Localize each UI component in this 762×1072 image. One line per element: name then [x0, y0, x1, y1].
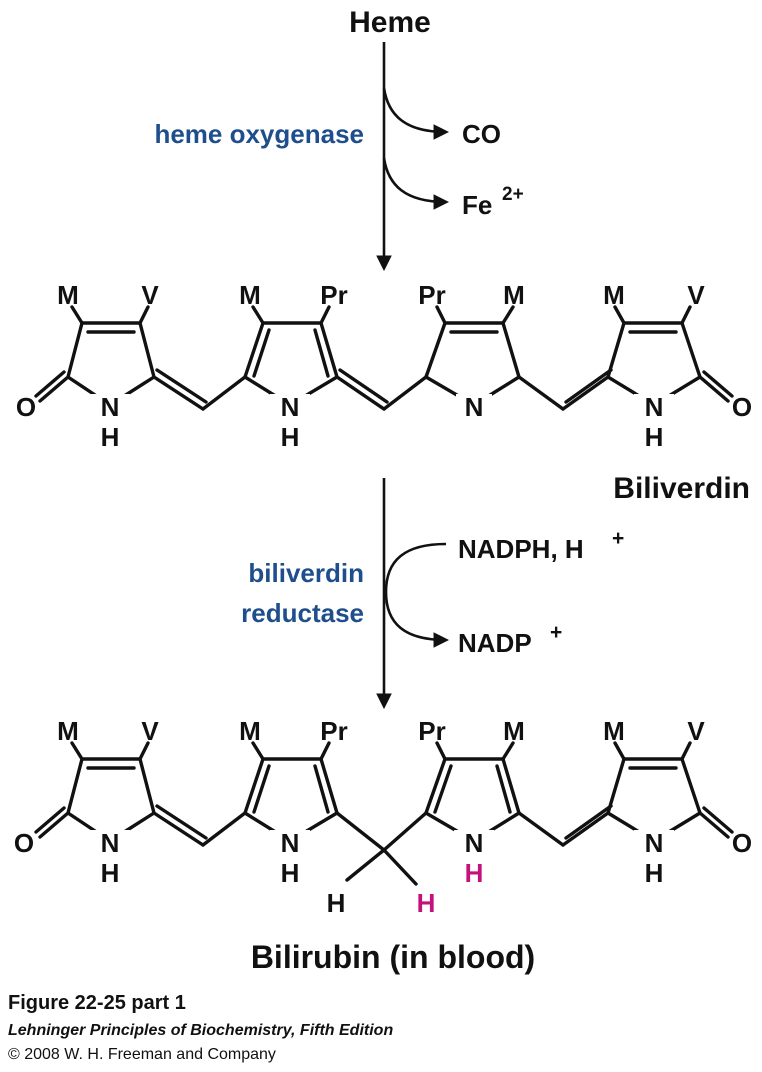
- co-branch-arrow: [382, 87, 450, 140]
- br-vinyl-a: V: [141, 716, 159, 746]
- bv-methyl-d: M: [603, 280, 625, 310]
- br-methylene-bond-right: [382, 811, 428, 852]
- br-methyl-a: M: [57, 716, 79, 746]
- br-nitrogen-a: N: [101, 828, 120, 858]
- nadph-curved-arrow: [384, 542, 450, 648]
- bv-methyl-b: M: [239, 280, 261, 310]
- bv-propionate-c: Pr: [418, 280, 445, 310]
- book-title: Lehninger Principles of Biochemistry, Fi…: [8, 1022, 394, 1039]
- bv-methyl-c: M: [503, 280, 525, 310]
- bv-vinyl-a: V: [141, 280, 159, 310]
- br-propionate-b: Pr: [320, 716, 347, 746]
- heme-oxygenase-label: heme oxygenase: [154, 119, 364, 149]
- fe-branch-arrow: [382, 157, 450, 210]
- nadp-charge: +: [550, 621, 562, 644]
- br-nitrogen-c: N: [465, 828, 484, 858]
- bilirubin-structure: [34, 741, 734, 886]
- br-nitrogen-d: N: [645, 828, 664, 858]
- bv-vinyl-d: V: [687, 280, 705, 310]
- bv-nitrogen-d: N: [645, 392, 664, 422]
- br-added-hydrogen-nitrogen: H: [465, 858, 484, 888]
- br-methylene-bond-left: [335, 811, 386, 852]
- bv-hydrogen-a: H: [101, 422, 120, 452]
- br-methyl-c: M: [503, 716, 525, 746]
- br-nitrogen-b: N: [281, 828, 300, 858]
- br-oxygen-right: O: [732, 828, 752, 858]
- nadph-label: NADPH, H: [458, 534, 584, 564]
- br-ch-bond-1: [345, 848, 386, 882]
- figure-number: Figure 22-25 part 1: [8, 992, 186, 1014]
- br-hydrogen-a: H: [101, 858, 120, 888]
- br-ch-bond-2: [382, 848, 418, 886]
- bilirubin-label: Bilirubin (in blood): [251, 939, 535, 975]
- bv-nitrogen-c: N: [465, 392, 484, 422]
- co-label: CO: [462, 119, 501, 149]
- bv-oxygen-left: O: [16, 392, 36, 422]
- bv-propionate-b: Pr: [320, 280, 347, 310]
- bv-nitrogen-b: N: [281, 392, 300, 422]
- br-methyl-b: M: [239, 716, 261, 746]
- fe-label: Fe: [462, 190, 492, 220]
- br-added-hydrogen-methylene: H: [417, 888, 436, 918]
- br-vinyl-d: V: [687, 716, 705, 746]
- biliverdin-structure: [34, 305, 734, 411]
- nadph-charge: +: [612, 527, 624, 550]
- br-hydrogen-d: H: [645, 858, 664, 888]
- br-hydrogen-b: H: [281, 858, 300, 888]
- biliverdin-reductase-label-2: reductase: [241, 598, 364, 628]
- fe-charge: 2+: [502, 184, 524, 205]
- bv-nitrogen-a: N: [101, 392, 120, 422]
- biliverdin-label: Biliverdin: [613, 472, 750, 505]
- copyright-notice: © 2008 W. H. Freeman and Company: [8, 1046, 276, 1063]
- br-oxygen-left: O: [14, 828, 34, 858]
- bv-hydrogen-b: H: [281, 422, 300, 452]
- bv-oxygen-right: O: [732, 392, 752, 422]
- br-methyl-d: M: [603, 716, 625, 746]
- br-propionate-c: Pr: [418, 716, 445, 746]
- bv-methyl-a: M: [57, 280, 79, 310]
- heme-label: Heme: [349, 6, 431, 39]
- biliverdin-reductase-label-1: biliverdin: [248, 558, 364, 588]
- br-methylene-hydrogen: H: [327, 888, 346, 918]
- bv-hydrogen-d: H: [645, 422, 664, 452]
- nadp-label: NADP: [458, 628, 532, 658]
